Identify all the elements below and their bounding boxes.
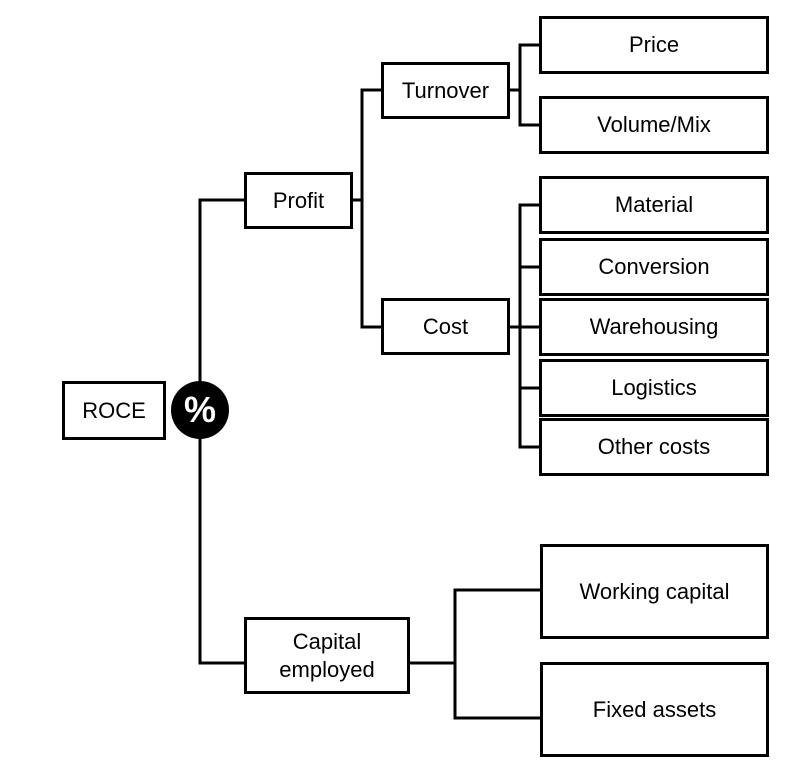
other-costs-label: Other costs (597, 434, 711, 460)
fixed-assets-box: Fixed assets (540, 662, 769, 757)
warehousing-box: Warehousing (539, 298, 769, 356)
connector-profit (352, 88, 383, 329)
percent-operator-icon: % (171, 381, 229, 439)
volume-mix-label: Volume/Mix (597, 112, 711, 138)
volume-mix-box: Volume/Mix (539, 96, 769, 154)
cost-label: Cost (422, 313, 469, 339)
percent-operator-label: % (183, 389, 216, 430)
turnover-box: Turnover (381, 62, 510, 119)
connector-capital (408, 588, 542, 720)
profit-label: Profit (272, 187, 325, 213)
roce-box: ROCE (62, 381, 166, 440)
capital-employed-label-line2: employed (279, 656, 375, 682)
conversion-box: Conversion (539, 238, 769, 296)
warehousing-label: Warehousing (589, 314, 719, 340)
other-costs-box: Other costs (539, 418, 769, 476)
working-capital-box: Working capital (540, 544, 769, 639)
cost-box: Cost (381, 298, 510, 355)
conversion-label: Conversion (598, 254, 710, 280)
material-box: Material (539, 176, 769, 234)
price-label: Price (628, 32, 680, 58)
price-box: Price (539, 16, 769, 74)
roce-label: ROCE (82, 397, 146, 423)
fixed-assets-label: Fixed assets (592, 696, 717, 722)
logistics-label: Logistics (611, 375, 697, 401)
profit-box: Profit (244, 172, 353, 229)
connector-cost (508, 203, 541, 449)
working-capital-label: Working capital (579, 578, 730, 604)
turnover-label: Turnover (401, 77, 490, 103)
connector-turnover (508, 43, 541, 127)
logistics-box: Logistics (539, 359, 769, 417)
capital-employed-label-line1: Capital (292, 629, 362, 654)
capital-employed-box: Capital employed (244, 617, 410, 694)
material-label: Material (614, 192, 694, 218)
